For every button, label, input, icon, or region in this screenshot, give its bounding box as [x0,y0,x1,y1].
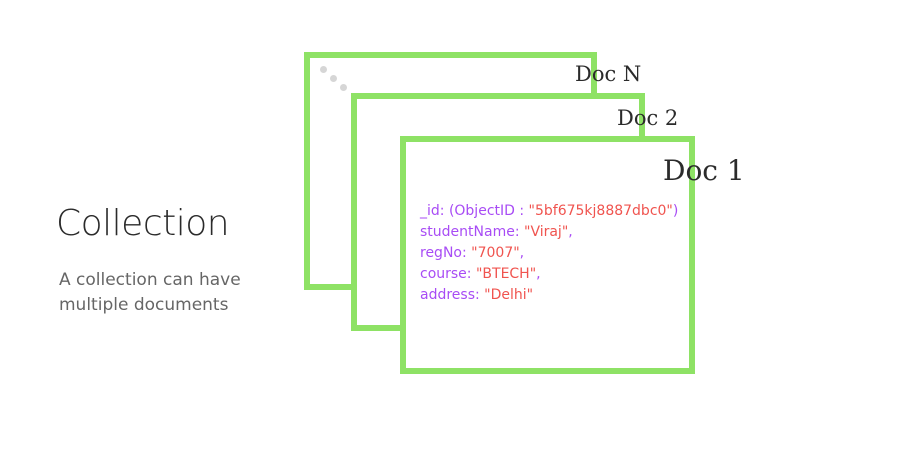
field-key: studentName: [420,224,524,240]
description-line: multiple documents [59,295,229,315]
field-address: address: "Delhi" [420,285,678,306]
field-value: "7007" [471,245,520,261]
doc-n-label: Doc N [575,62,642,86]
description-line: A collection can have [59,270,241,290]
document-fields: _id: (ObjectID : "5bf675kj8887dbc0") stu… [420,201,678,306]
field-suffix: ) [672,203,679,219]
field-value: "Delhi" [484,287,534,303]
dot [340,84,347,91]
field-course: course: "BTECH", [420,264,678,285]
dot [320,66,327,73]
field-suffix: , [519,245,525,261]
field-value: "Viraj" [524,224,569,240]
ellipsis-dots-icon [318,64,354,94]
field-key: _id: (ObjectID : [420,203,529,219]
field-suffix: , [536,266,541,282]
field-id: _id: (ObjectID : "5bf675kj8887dbc0") [420,201,678,222]
field-reg-no: regNo: "7007", [420,243,678,264]
doc-1-label: Doc 1 [663,154,745,187]
field-key: course: [420,266,476,282]
field-student-name: studentName: "Viraj", [420,222,678,243]
field-value: "5bf675kj8887dbc0" [528,203,673,219]
field-suffix: , [568,224,573,240]
field-key: regNo: [420,245,472,261]
document-frame-1 [400,136,695,374]
field-value: "BTECH" [475,266,537,282]
collection-description: A collection can have multiple documents [59,268,289,318]
doc-2-label: Doc 2 [617,106,679,130]
dot [330,75,337,82]
collection-heading: Collection [56,203,230,244]
field-key: address: [420,287,485,303]
